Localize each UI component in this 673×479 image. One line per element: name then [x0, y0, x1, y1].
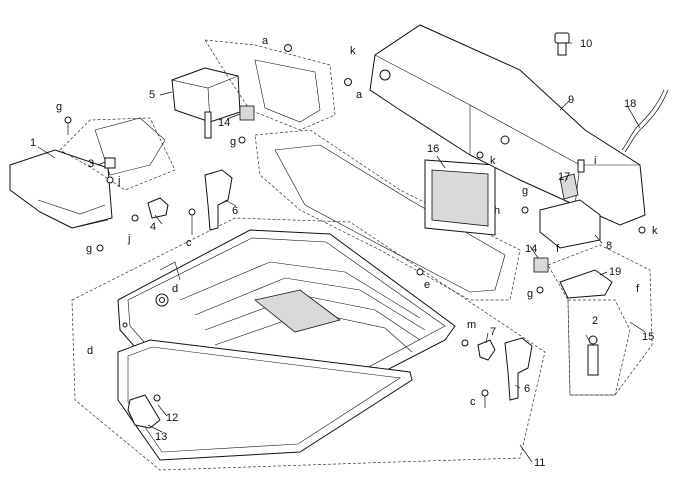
label-g-right: g [522, 185, 528, 197]
part-16-circuit-board [424, 159, 496, 236]
part-6-hinge-right [481, 337, 533, 408]
part-15-subassembly [547, 244, 653, 396]
part-4-bracket [131, 197, 169, 222]
label-d-top: d [172, 283, 178, 295]
label-g-bottom-left: g [86, 243, 92, 255]
label-5: 5 [149, 89, 155, 101]
label-c-right: c [470, 396, 476, 408]
label-6-right: 6 [524, 383, 530, 395]
part-14-sensor-lower [533, 257, 549, 273]
part-11-tray-assembly [71, 217, 546, 471]
label-2: 2 [592, 315, 598, 327]
label-i: i [594, 155, 596, 167]
part-18-cable [621, 89, 669, 153]
label-16: 16 [427, 143, 439, 155]
label-18: 18 [624, 98, 636, 110]
label-6-left: 6 [232, 205, 238, 217]
label-8: 8 [606, 240, 612, 252]
label-12: 12 [166, 412, 178, 424]
label-7: 7 [490, 326, 496, 338]
label-13: 13 [155, 431, 167, 443]
label-3: 3 [88, 158, 94, 170]
part-9-rear-cover [369, 24, 646, 226]
main-frame-plate [254, 129, 521, 301]
label-9: 9 [568, 94, 574, 106]
label-f-upper: f [556, 243, 560, 255]
part-8-bracket [539, 159, 601, 249]
part-14-sensor-upper [239, 105, 255, 121]
label-k-mid: k [490, 155, 496, 167]
label-j-upper: j [117, 175, 120, 187]
part-6-hinge-left [188, 169, 233, 235]
label-d-left: d [87, 345, 93, 357]
label-17: 17 [558, 171, 570, 183]
label-19: 19 [609, 266, 621, 278]
left-bracket-group [59, 116, 176, 191]
label-4: 4 [150, 221, 156, 233]
callout-labels: 1 2 3 4 5 6 6 7 8 9 10 11 12 13 14 14 15… [30, 35, 658, 469]
part-13-bracket [127, 394, 161, 429]
label-h: h [494, 205, 500, 217]
part-1-left-cover [9, 149, 113, 229]
leader-lines [37, 42, 646, 463]
label-a-right: a [356, 89, 363, 101]
part-7-bracket [461, 339, 496, 361]
top-frame-bracket [204, 39, 352, 131]
screw-set [96, 136, 646, 328]
label-k-top: k [350, 45, 356, 57]
label-c-left: c [186, 237, 192, 249]
label-11: 11 [534, 457, 545, 469]
label-a-top: a [262, 35, 269, 47]
label-14-lower: 14 [525, 243, 537, 255]
label-k-right: k [652, 225, 658, 237]
label-m: m [467, 319, 476, 331]
label-j-lower: j [127, 233, 130, 245]
label-1: 1 [30, 137, 36, 149]
label-g-top-left: g [56, 101, 62, 113]
label-15: 15 [642, 331, 654, 343]
label-e: e [424, 279, 430, 291]
label-g-lower-right: g [527, 288, 533, 300]
label-f-lower: f [636, 283, 640, 295]
label-g-mid: g [230, 136, 236, 148]
part-5-motor-block [170, 67, 241, 139]
label-10: 10 [580, 38, 592, 50]
label-14-upper: 14 [218, 117, 230, 129]
part-10-screw [554, 32, 570, 56]
